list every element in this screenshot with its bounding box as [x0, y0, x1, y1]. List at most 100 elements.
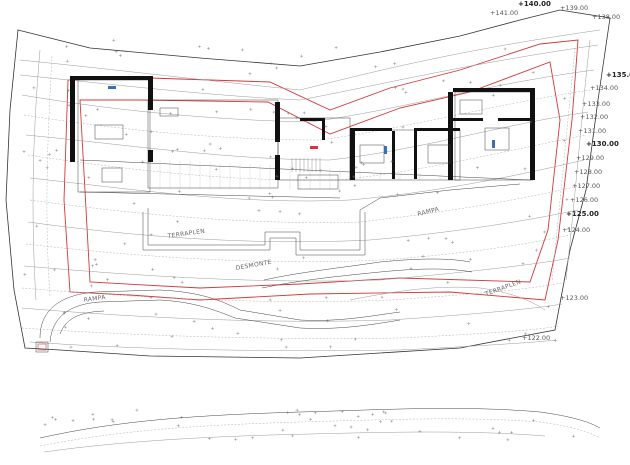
spot-mark: [218, 147, 222, 151]
spot-mark: [110, 418, 114, 422]
spot-mark: [404, 90, 408, 94]
spot-mark: [510, 431, 514, 435]
spot-mark: [384, 411, 388, 415]
elevation-label: +133.00: [582, 100, 610, 108]
spot-mark: [304, 176, 308, 180]
spot-mark: [446, 281, 450, 285]
spot-mark: [207, 436, 211, 440]
elevation-label: +135.00: [606, 71, 630, 79]
spot-mark: [330, 140, 334, 144]
spot-mark: [50, 415, 54, 419]
spot-mark: [362, 163, 366, 167]
elevation-label: +127.00: [572, 182, 600, 190]
spot-mark: [149, 295, 153, 299]
spot-mark: [563, 97, 567, 101]
spot-mark: [458, 436, 462, 440]
spot-mark: [53, 268, 57, 272]
spot-mark: [177, 189, 181, 193]
spot-mark: [324, 124, 328, 128]
spot-mark: [269, 155, 273, 159]
spot-mark: [71, 419, 75, 423]
spot-mark: [543, 230, 547, 234]
spot-mark: [451, 240, 455, 244]
spot-mark: [197, 45, 201, 49]
spot-mark: [566, 227, 570, 231]
spot-mark: [300, 54, 304, 58]
elevation-label: +134.00: [590, 84, 618, 92]
spot-mark: [132, 202, 136, 206]
spot-mark: [329, 345, 333, 349]
spot-mark: [284, 345, 288, 349]
spot-mark: [393, 62, 397, 66]
spot-mark: [503, 47, 507, 51]
contour-lines: [19, 29, 601, 351]
elevation-label: +141.00: [490, 9, 518, 17]
spot-mark: [435, 191, 439, 195]
property-line: [63, 39, 579, 301]
spot-mark: [380, 295, 384, 299]
spot-mark: [240, 48, 244, 52]
spot-mark: [176, 219, 180, 223]
spot-mark: [208, 142, 212, 146]
spot-mark: [211, 326, 215, 330]
spot-mark: [65, 59, 69, 63]
spot-mark: [62, 311, 66, 315]
spot-mark: [87, 176, 91, 180]
spot-mark: [55, 148, 59, 152]
spot-mark: [234, 437, 238, 441]
spot-mark: [115, 344, 119, 348]
spot-mark: [313, 411, 317, 415]
spot-mark: [532, 418, 536, 422]
spot-mark: [379, 420, 383, 424]
spot-mark: [390, 159, 394, 163]
spot-mark: [353, 337, 357, 341]
spot-mark: [366, 428, 370, 432]
spot-mark: [442, 79, 446, 83]
entrance-marker: [35, 341, 49, 353]
elevation-label: +124.00: [562, 226, 590, 234]
spot-mark: [149, 233, 153, 237]
spot-mark: [356, 414, 360, 418]
spot-mark: [149, 130, 153, 134]
spot-mark: [302, 111, 306, 115]
spot-mark: [546, 305, 550, 309]
spot-mark: [54, 417, 58, 421]
spot-mark: [349, 425, 353, 429]
spot-mark: [63, 325, 67, 329]
spot-mark: [192, 319, 196, 323]
spot-mark: [272, 110, 276, 114]
elevation-label: +129.00: [576, 154, 604, 162]
spot-mark: [354, 165, 358, 169]
lower-strip-marks: [43, 408, 575, 442]
spot-mark: [91, 264, 95, 268]
elevation-label: +122.00: [522, 334, 550, 342]
elevation-labels-right: +141.00+140.00+139.00+138.00+135.00+134.…: [490, 0, 630, 342]
spot-mark: [154, 312, 158, 316]
spot-mark: [67, 103, 71, 107]
spot-mark: [371, 412, 375, 416]
spot-mark: [334, 45, 338, 49]
elevation-label: +132.00: [580, 113, 608, 121]
spot-elevation-marks: [22, 38, 576, 349]
spot-mark: [114, 50, 118, 54]
spot-mark: [535, 248, 539, 252]
spot-mark: [523, 167, 527, 171]
spot-mark: [467, 322, 471, 326]
spot-mark: [32, 86, 36, 90]
spot-mark: [394, 86, 398, 90]
spot-mark: [309, 417, 313, 421]
spot-mark: [170, 334, 174, 338]
spot-mark: [421, 254, 425, 258]
spot-mark: [524, 332, 528, 336]
spot-mark: [69, 345, 73, 349]
house-plan: [70, 76, 535, 199]
spot-mark: [529, 120, 533, 124]
spot-mark: [427, 236, 431, 240]
spot-mark: [298, 413, 302, 417]
spot-mark: [63, 310, 67, 314]
spot-mark: [290, 434, 294, 438]
spot-mark: [360, 161, 364, 165]
spot-mark: [468, 257, 472, 261]
spot-mark: [271, 195, 275, 199]
terrace-outline: [142, 183, 521, 256]
